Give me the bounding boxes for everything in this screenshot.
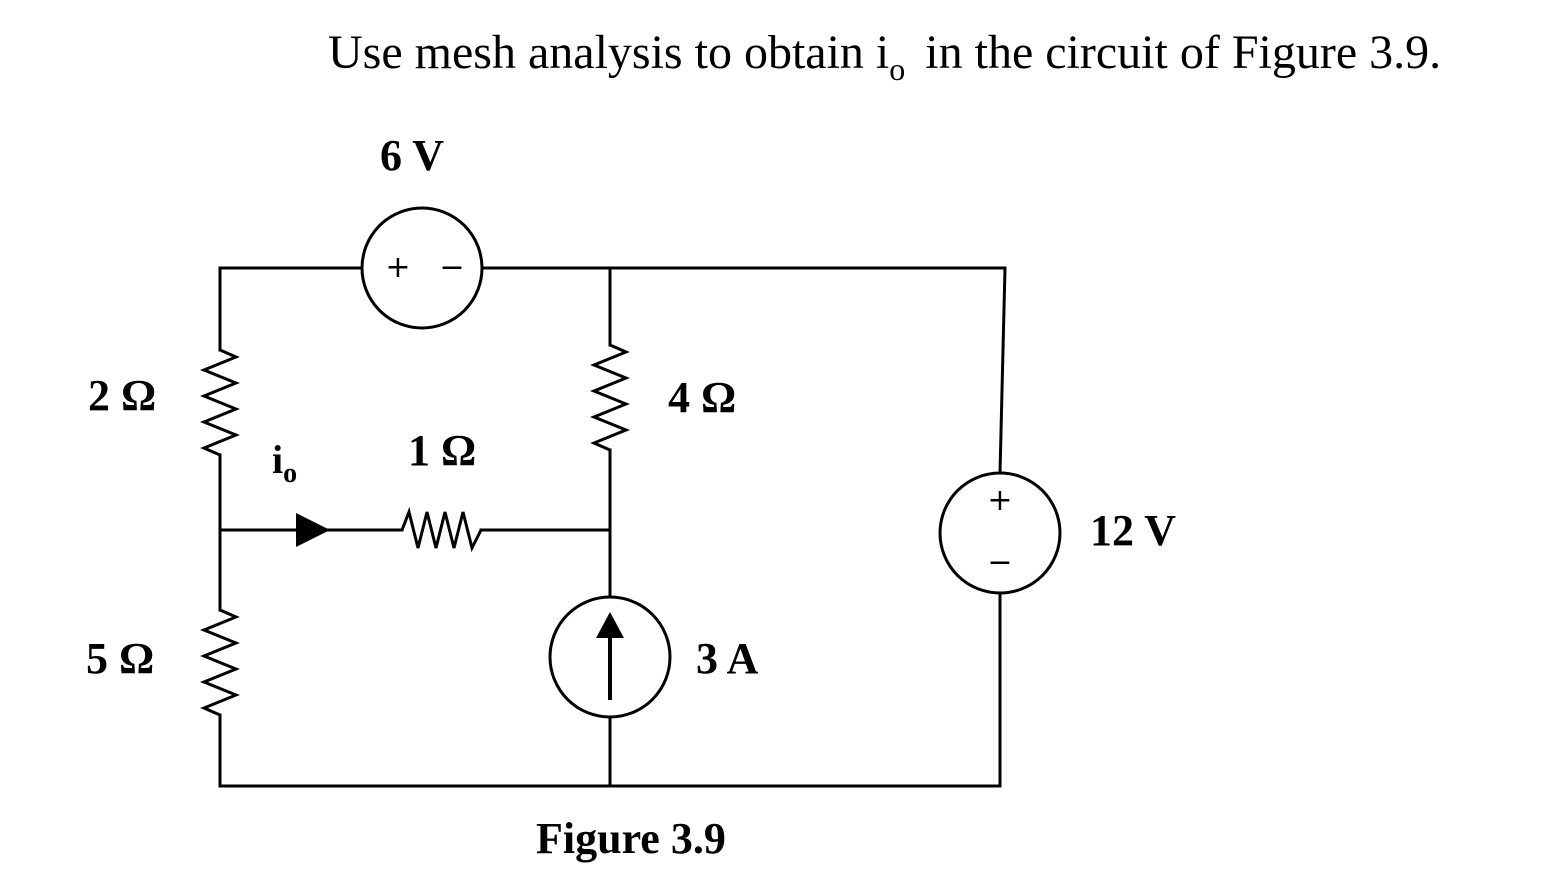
resistor-5-ohm xyxy=(200,608,240,717)
current-arrow-io xyxy=(296,513,330,547)
label-5-ohm: 5 Ω xyxy=(86,634,154,683)
figure-caption: Figure 3.9 xyxy=(536,814,726,863)
label-6v: 6 V xyxy=(380,131,444,180)
resistor-4-ohm xyxy=(590,343,630,452)
plus-sign: + xyxy=(987,483,1012,518)
resistor-2-ohm xyxy=(200,348,240,457)
current-source-3a xyxy=(548,595,672,719)
plus-sign: + xyxy=(385,250,410,285)
resistor-1-ohm xyxy=(400,507,483,553)
label-io: io xyxy=(272,437,297,489)
up-arrow-icon xyxy=(596,612,624,638)
label-1-ohm: 1 Ω xyxy=(408,426,476,475)
wire-right-top xyxy=(998,266,1007,475)
voltage-source-12v: + − xyxy=(938,471,1062,595)
voltage-source-6v: + − xyxy=(360,206,484,330)
label-2-ohm: 2 Ω xyxy=(88,371,156,420)
label-12v: 12 V xyxy=(1090,506,1176,555)
minus-sign: − xyxy=(439,250,464,285)
label-3a: 3 A xyxy=(696,634,759,683)
label-4-ohm: 4 Ω xyxy=(668,373,736,422)
minus-sign: − xyxy=(987,545,1012,580)
